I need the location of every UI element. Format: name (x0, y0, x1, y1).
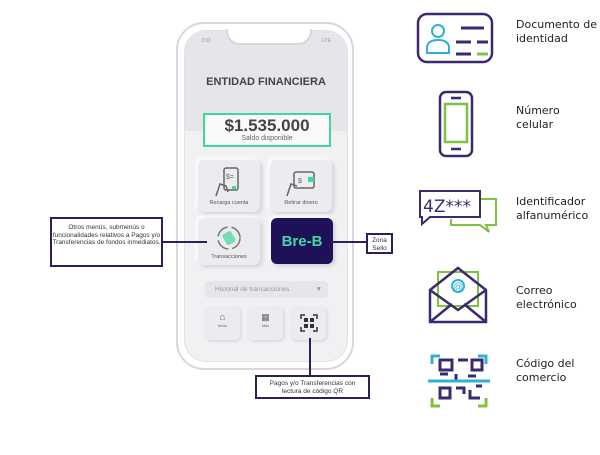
grid-icon: ▦ (261, 312, 270, 322)
legend-label: Correo electrónico (516, 284, 577, 311)
alias-icon-text: 4Z*** (423, 197, 471, 217)
tile-label: Transacciones (211, 254, 247, 260)
callout-zona-sello: Zona Sello (366, 233, 393, 254)
legend-label: Documento de identidad (516, 18, 597, 45)
connector-line (162, 241, 207, 243)
mobile-phone-icon (438, 90, 474, 158)
phone-screen (184, 30, 348, 362)
id-card-icon (416, 12, 494, 64)
tile-transacciones[interactable]: Transacciones (198, 218, 260, 265)
nav-label: Más (261, 323, 270, 328)
transfer-cycle-icon (217, 226, 241, 250)
bre-b-seal[interactable]: Bre-B (271, 218, 333, 264)
nav-mas[interactable]: ▦Más (248, 307, 283, 340)
envelope-email-icon: @ (428, 266, 488, 324)
home-icon: ⌂ (219, 312, 226, 323)
legend-label: Número celular (516, 104, 560, 131)
svg-text:$=: $= (226, 174, 234, 181)
phone-notch (226, 29, 312, 45)
connector-line (309, 338, 311, 376)
status-network: LTE (322, 38, 331, 44)
balance-label: Saldo disponible (241, 135, 293, 142)
wallet-hand-dollar-icon: $ (286, 171, 315, 197)
callout-menus: Otros menús, submenús o funcionalidades … (50, 217, 163, 267)
tile-retirar-dinero[interactable]: $ Retirar dinero (270, 160, 332, 212)
legend-label: Código del comercio (516, 357, 575, 384)
nav-label: Inicio (217, 323, 228, 328)
svg-text:@: @ (453, 282, 463, 293)
qr-code-icon (428, 354, 490, 408)
legend-label: Identificador alfanumérico (516, 195, 589, 222)
bank-title: ENTIDAD FINANCIERA (206, 76, 326, 88)
callout-qr: Pagos y/o Transferencias con lectura de … (255, 375, 370, 399)
status-time: 3:03 (201, 38, 211, 44)
dropdown-value: Historial de transacciones (215, 286, 290, 293)
phone-hand-dollar-icon: $= (215, 167, 239, 197)
tile-label: Retirar dinero (284, 200, 318, 206)
chevron-down-icon: ▼ (315, 286, 322, 293)
connector-line (331, 241, 366, 243)
tile-recarga-cuenta[interactable]: $= Recarga cuenta (198, 160, 260, 212)
chat-alias-icon: 4Z*** (419, 190, 497, 233)
svg-text:$: $ (298, 178, 302, 185)
history-dropdown[interactable]: Historial de transacciones ▼ (205, 281, 328, 298)
balance-box: $1.535.000 Saldo disponible (203, 113, 331, 147)
tile-label: Recarga cuenta (209, 200, 249, 206)
qr-scan-icon (299, 314, 318, 332)
nav-inicio[interactable]: ⌂Inicio (205, 307, 240, 340)
balance-amount: $1.535.000 (224, 116, 310, 135)
nav-qr-scan[interactable] (291, 307, 326, 340)
